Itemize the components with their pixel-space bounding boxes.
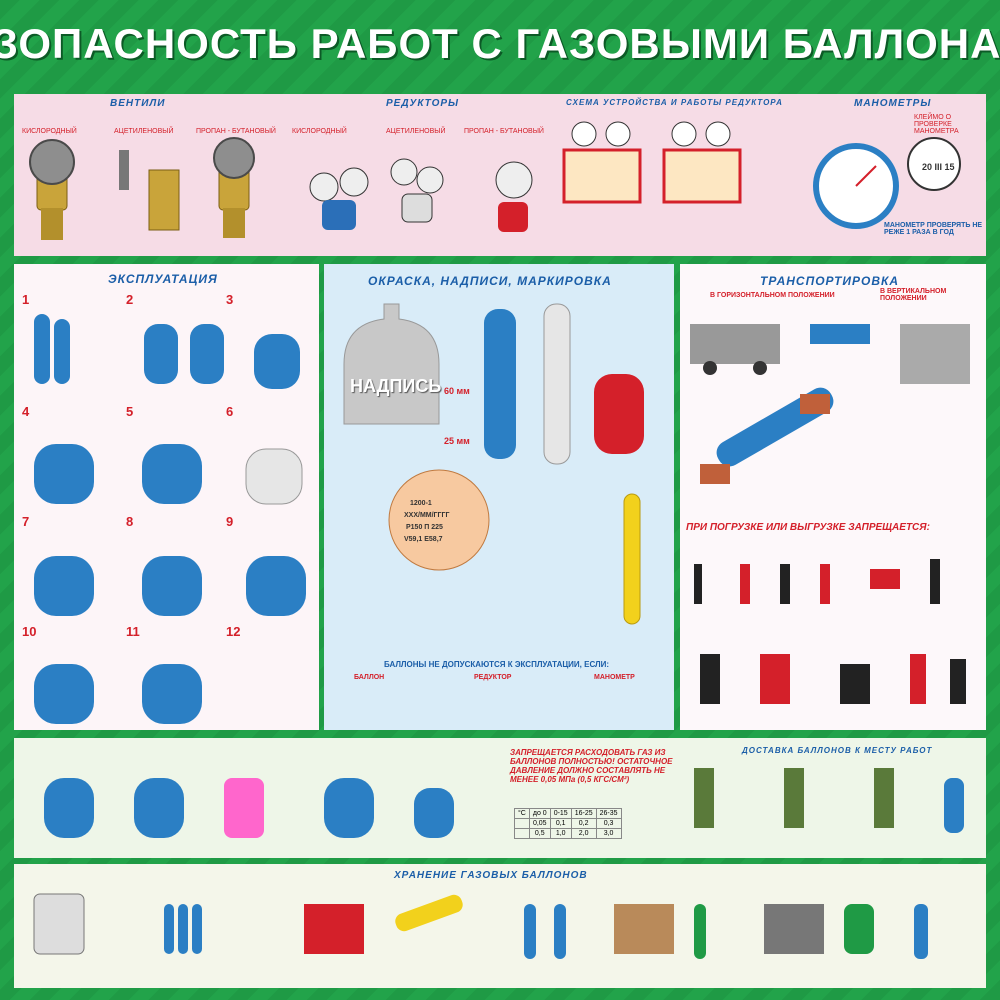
stamp-line-4: V59,1 Е58,7	[404, 536, 443, 543]
table-cell: 0,1	[549, 818, 572, 829]
table-cell: 0,2	[570, 818, 597, 829]
table-cell: 0,05	[528, 818, 551, 829]
dim-60: 60 мм	[444, 386, 470, 396]
step-7: 7	[22, 514, 30, 529]
step-11: 11	[126, 624, 140, 639]
forbidden-icons	[694, 559, 966, 704]
col-reducer: РЕДУКТОР	[474, 674, 512, 681]
vertical-label: В ВЕРТИКАЛЬНОМ ПОЛОЖЕНИИ	[880, 288, 947, 302]
reducer-label-oxygen: КИСЛОРОДНЫЙ	[292, 128, 347, 135]
horizontal-label: В ГОРИЗОНТАЛЬНОМ ПОЛОЖЕНИИ	[710, 292, 835, 299]
reducers-title: РЕДУКТОРЫ	[386, 98, 460, 109]
residual-pressure-table: °C до 0 0-15 16-25 26-35 0,05 0,1 0,2 0,…	[514, 808, 622, 839]
exploitation-illustrations	[34, 314, 306, 724]
middle-illustrations	[44, 768, 964, 838]
storage-title: ХРАНЕНИЕ ГАЗОВЫХ БАЛЛОНОВ	[394, 870, 588, 881]
table-cell	[514, 818, 530, 829]
valves-title: ВЕНТИЛИ	[110, 98, 166, 109]
stamp-line-1: 1200-1	[410, 500, 432, 507]
step-6: 6	[226, 404, 234, 419]
step-1: 1	[22, 292, 30, 307]
painting-illustrations	[343, 303, 644, 625]
manometer-stamp-date: 20 III 15	[922, 162, 955, 172]
step-5: 5	[126, 404, 134, 419]
painting-panel: ОКРАСКА, НАДПИСИ, МАРКИРОВКА НАДПИСЬ 60 …	[324, 264, 674, 730]
col-manometer: МАНОМЕТР	[594, 674, 635, 681]
manometer-stamp-label: КЛЕЙМО О ПРОВЕРКЕ МАНОМЕТРА	[914, 114, 959, 135]
scheme-title: СХЕМА УСТРОЙСТВА И РАБОТЫ РЕДУКТОРА	[566, 98, 783, 107]
valve-label-acetylene: АЦЕТИЛЕНОВЫЙ	[114, 128, 174, 135]
inscription-label: НАДПИСЬ	[350, 376, 442, 396]
transport-panel: ТРАНСПОРТИРОВКА В ГОРИЗОНТАЛЬНОМ ПОЛОЖЕН…	[680, 264, 986, 730]
top-panel: ВЕНТИЛИ КИСЛОРОДНЫЙ АЦЕТИЛЕНОВЫЙ ПРОПАН …	[14, 94, 986, 256]
storage-panel: ХРАНЕНИЕ ГАЗОВЫХ БАЛЛОНОВ	[14, 864, 986, 988]
table-header-4: 26-35	[595, 808, 622, 819]
table-cell: 1,0	[549, 828, 572, 839]
exploitation-panel: ЭКСПЛУАТАЦИЯ 1 2 3 4 5 6 7 8 9 10 11 12	[14, 264, 319, 730]
step-2: 2	[126, 292, 134, 307]
step-9: 9	[226, 514, 234, 529]
manometer-check-text: МАНОМЕТР ПРОВЕРЯТЬ НЕ РЕЖЕ 1 РАЗА В ГОД	[884, 222, 983, 236]
residual-pressure-title: ЗАПРЕЩАЕТСЯ РАСХОДОВАТЬ ГАЗ ИЗ БАЛЛОНОВ …	[510, 748, 673, 784]
valve-label-oxygen: КИСЛОРОДНЫЙ	[22, 128, 77, 135]
exploitation-title: ЭКСПЛУАТАЦИЯ	[108, 272, 218, 286]
manometer-illustration	[813, 137, 961, 229]
dim-25: 25 мм	[444, 436, 470, 446]
middle-panel: ЗАПРЕЩАЕТСЯ РАСХОДОВАТЬ ГАЗ ИЗ БАЛЛОНОВ …	[14, 738, 986, 858]
table-header-3: 16-25	[570, 808, 597, 819]
valves-illustration	[29, 137, 255, 240]
table-cell: 3,0	[595, 828, 622, 839]
stamp-line-2: ХХХ/ММ/ГГГГ	[404, 512, 450, 519]
reducer-label-acetylene: АЦЕТИЛЕНОВЫЙ	[386, 128, 446, 135]
storage-illustrations	[33, 893, 928, 959]
painting-title: ОКРАСКА, НАДПИСИ, МАРКИРОВКА	[368, 274, 612, 288]
transport-title: ТРАНСПОРТИРОВКА	[760, 274, 900, 288]
step-10: 10	[22, 624, 37, 639]
transport-illustrations	[690, 324, 970, 704]
manometers-title: МАНОМЕТРЫ	[854, 98, 932, 109]
table-cell: 0,3	[595, 818, 622, 829]
reducer-label-propane: ПРОПАН - БУТАНОВЫЙ	[464, 128, 544, 135]
reducer-scheme	[562, 121, 742, 204]
step-4: 4	[22, 404, 30, 419]
reducers-illustration	[309, 158, 533, 232]
col-cylinder: БАЛЛОН	[354, 674, 385, 681]
not-allowed-title: БАЛЛОНЫ НЕ ДОПУСКАЮТСЯ К ЭКСПЛУАТАЦИИ, Е…	[384, 660, 610, 669]
table-header-1: до 0	[528, 808, 551, 819]
step-8: 8	[126, 514, 134, 529]
loading-forbidden-title: ПРИ ПОГРУЗКЕ ИЛИ ВЫГРУЗКЕ ЗАПРЕЩАЕТСЯ:	[686, 522, 930, 533]
valve-label-propane: ПРОПАН - БУТАНОВЫЙ	[196, 128, 276, 135]
table-header-0: °C	[514, 808, 530, 819]
table-cell: 2,0	[570, 828, 597, 839]
delivery-title: ДОСТАВКА БАЛЛОНОВ К МЕСТУ РАБОТ	[742, 746, 933, 755]
table-cell: 0,5	[528, 828, 551, 839]
stamp-line-3: Р150 П 225	[406, 524, 443, 531]
table-header-2: 0-15	[549, 808, 572, 819]
table-cell	[514, 828, 530, 839]
poster-title: БЕЗОПАСНОСТЬ РАБОТ С ГАЗОВЫМИ БАЛЛОНАМИ	[0, 20, 1000, 67]
step-12: 12	[226, 624, 241, 639]
step-3: 3	[226, 292, 234, 307]
